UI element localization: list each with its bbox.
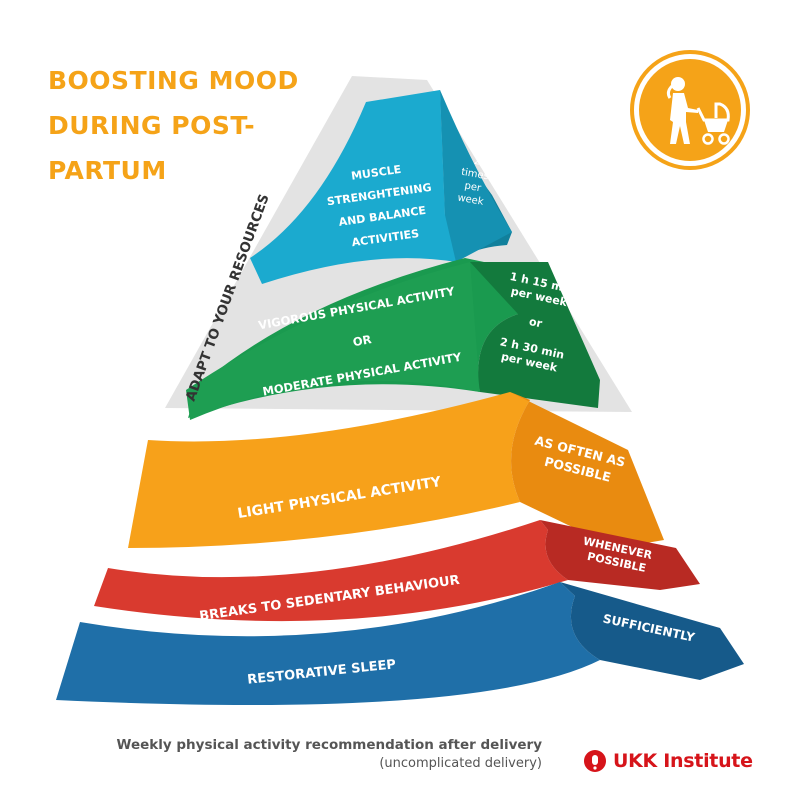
level-breaks [94,520,700,622]
level-sleep [56,582,744,705]
page-title: BOOSTING MOOD DURING POST- PARTUM [48,58,348,193]
title-line: DURING POST- [48,111,256,140]
muscle-frequency-line: 2 [473,156,481,168]
footer-subcaption: (uncomplicated delivery) [379,756,542,771]
aerobic-label-line: OR [352,332,373,349]
title-line: BOOSTING MOOD [48,66,299,95]
muscle-frequency-line: times [460,167,489,183]
ukk-logo-icon [584,750,606,772]
level-light [128,392,664,548]
title-line: PARTUM [48,156,167,185]
muscle-frequency-line: per [464,181,483,195]
footer-caption: Weekly physical activity recommendation … [116,737,542,753]
parent-with-stroller-icon [630,50,750,170]
level-muscle [250,90,512,284]
muscle-frequency-line: week [457,192,485,207]
level-aerobic [186,258,600,420]
brand-name: UKK Institute [613,750,753,772]
muscle-frequency: 2 times per week [457,156,490,208]
aerobic-frequency-line: or [528,315,544,331]
brand-logo: UKK Institute [583,747,753,775]
